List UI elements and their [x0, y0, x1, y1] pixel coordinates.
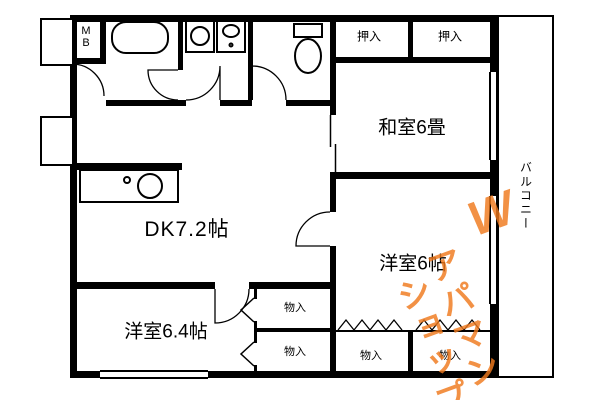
washing-machine-pan-icon [185, 19, 215, 53]
room-label-monoire: 物入 [284, 346, 306, 358]
wall [70, 282, 215, 289]
window-icon [40, 116, 74, 166]
wall [330, 15, 336, 115]
room-label-yoshitsu6: 洋室6帖 [379, 253, 447, 275]
wall [106, 100, 186, 106]
room-label-oshiire-right: 押入 [437, 29, 463, 44]
closet-partition [336, 330, 497, 332]
washing-machine-icon [190, 26, 210, 46]
wall [249, 282, 336, 289]
room-label-monoire: 物入 [360, 350, 382, 362]
door-swing-bathroom [147, 69, 179, 101]
room-label-washitsu: 和室6畳 [378, 117, 446, 139]
toilet-tank-icon [293, 23, 323, 38]
wall [408, 15, 413, 57]
balcony-area [497, 15, 554, 378]
wall [408, 332, 413, 371]
closet-partition [254, 289, 257, 299]
room-label-monoire: 物入 [439, 350, 461, 362]
closet-partition [254, 365, 257, 371]
toilet-bowl-icon [294, 38, 322, 74]
door-swing-toilet [251, 65, 287, 101]
closet-partition [254, 321, 257, 343]
room-label-dk: DK7.2帖 [144, 218, 230, 241]
window-icon [100, 370, 208, 379]
window-icon [489, 196, 498, 304]
kitchen-sink-icon [137, 173, 163, 199]
folding-door-icon [239, 341, 255, 367]
entrance-door-icon [40, 18, 74, 66]
accordion-door-icon [415, 318, 481, 332]
wall [70, 163, 182, 170]
wall [70, 371, 497, 378]
room-label-monoire: 物入 [284, 302, 306, 314]
bathtub-icon [111, 21, 169, 54]
accordion-door-icon [337, 318, 403, 332]
door-swing-bedroom6 [295, 211, 331, 247]
folding-door-icon [239, 297, 255, 323]
room-label-yoshitsu64: 洋室6.4帖 [124, 321, 208, 343]
room-label-mb: MB [80, 25, 92, 49]
door-swing-entrance [71, 63, 105, 97]
room-label-oshiire-left: 押入 [356, 29, 382, 44]
vanity-icon [216, 19, 246, 53]
wall [330, 172, 336, 212]
vanity-drain-icon [228, 42, 234, 48]
kitchen-faucet-icon [123, 176, 131, 184]
wall [100, 15, 106, 64]
wall [70, 15, 77, 378]
wall [330, 172, 497, 179]
window-icon [489, 72, 498, 160]
wall [330, 57, 497, 63]
vanity-sink-icon [222, 24, 240, 38]
wall [330, 246, 336, 371]
room-label-balcony: バルコニー [518, 161, 533, 231]
closet-partition [254, 328, 330, 332]
wall [178, 15, 183, 70]
door-swing-bedroom64 [214, 288, 250, 324]
wall [248, 15, 253, 100]
kitchen-counter-icon [79, 169, 179, 203]
wall [70, 15, 497, 22]
wall [286, 100, 330, 106]
door-swing-washroom [185, 65, 221, 101]
wall [220, 100, 252, 106]
wall [70, 58, 106, 64]
